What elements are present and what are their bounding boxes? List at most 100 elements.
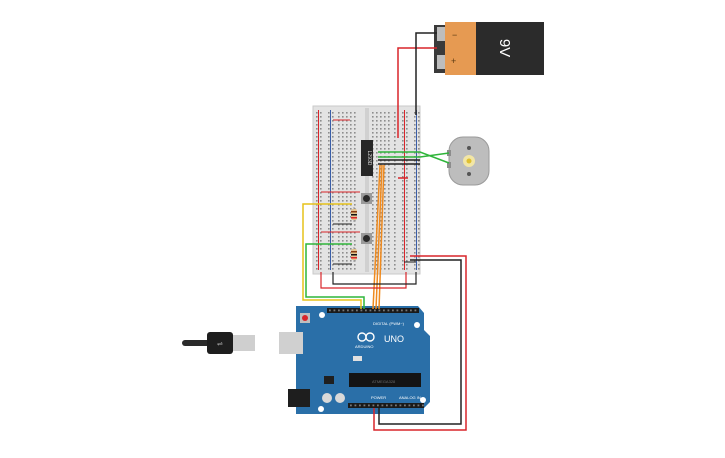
- breadboard-hole: [394, 220, 396, 222]
- breadboard-hole: [332, 224, 334, 226]
- breadboard-hole: [350, 112, 352, 114]
- breadboard-hole: [388, 232, 390, 234]
- breadboard-hole: [414, 112, 416, 114]
- breadboard-hole: [332, 236, 334, 238]
- breadboard-hole: [402, 152, 404, 154]
- push-button-1[interactable]: [361, 193, 372, 204]
- breadboard-hole: [414, 236, 416, 238]
- breadboard-hole: [350, 212, 352, 214]
- breadboard-hole: [350, 152, 352, 154]
- wire-motor-a[interactable]: [378, 151, 450, 164]
- breadboard-hole: [406, 200, 408, 202]
- wire-rail-bridge[interactable]: [320, 272, 407, 289]
- wire-battery-positive[interactable]: [397, 47, 437, 138]
- breadboard-hole: [316, 180, 318, 182]
- breadboard-hole: [332, 180, 334, 182]
- wire-motor-b[interactable]: [378, 152, 450, 158]
- header-pin: [383, 309, 385, 312]
- analog-header-label: ANALOG IN: [399, 395, 421, 400]
- breadboard-hole: [414, 264, 416, 266]
- breadboard-hole: [376, 128, 378, 130]
- breadboard-hole: [342, 112, 344, 114]
- wire-ic-enable[interactable]: [378, 164, 385, 310]
- breadboard-hole: [388, 140, 390, 142]
- breadboard-hole: [320, 228, 322, 230]
- breadboard-hole: [402, 200, 404, 202]
- breadboard-hole: [388, 132, 390, 134]
- breadboard-hole: [406, 128, 408, 130]
- wire-5v[interactable]: [373, 255, 467, 431]
- header-pin: [359, 404, 361, 407]
- wire-ic-input1[interactable]: [372, 164, 381, 310]
- header-pin: [386, 404, 388, 407]
- reset-button[interactable]: [302, 315, 308, 321]
- breadboard-hole: [414, 136, 416, 138]
- breadboard-hole: [388, 244, 390, 246]
- breadboard-hole: [414, 196, 416, 198]
- header-pin: [333, 309, 336, 312]
- breadboard-hole: [332, 216, 334, 218]
- breadboard-hole: [316, 244, 318, 246]
- breadboard-hole: [388, 184, 390, 186]
- breadboard-hole: [332, 160, 334, 162]
- breadboard-hole: [320, 180, 322, 182]
- resistor-2-band: [351, 254, 357, 256]
- breadboard-hole: [372, 128, 374, 130]
- breadboard-hole: [320, 204, 322, 206]
- breadboard-hole: [394, 148, 396, 150]
- breadboard-hole: [316, 240, 318, 242]
- resistor-2[interactable]: [351, 247, 357, 262]
- wire-button1-signal[interactable]: [302, 203, 362, 309]
- breadboard-hole: [372, 124, 374, 126]
- breadboard-hole: [354, 232, 356, 234]
- wire-rail-bridge[interactable]: [332, 272, 417, 285]
- breadboard-hole: [384, 152, 386, 154]
- breadboard-hole: [346, 260, 348, 262]
- header-pin: [405, 309, 408, 312]
- wire-gnd[interactable]: [378, 259, 462, 425]
- breadboard-hole: [342, 216, 344, 218]
- breadboard-hole: [354, 260, 356, 262]
- breadboard-hole: [406, 116, 408, 118]
- breadboard[interactable]: L293D: [312, 105, 421, 275]
- resistor-1[interactable]: [351, 207, 357, 222]
- wire-ic-input2[interactable]: [375, 164, 383, 310]
- wire-battery-negative[interactable]: [415, 32, 437, 115]
- breadboard-hole: [328, 120, 330, 122]
- breadboard-hole: [332, 152, 334, 154]
- breadboard-hole: [402, 160, 404, 162]
- breadboard-hole: [316, 236, 318, 238]
- motor-driver-ic[interactable]: L293D: [361, 140, 373, 176]
- arduino-uno-board[interactable]: ⇌ ARDUINO UNO DIGITAL (PWM~) POWER ANALO…: [182, 306, 430, 414]
- breadboard-hole: [332, 140, 334, 142]
- header-pin: [329, 309, 331, 312]
- breadboard-hole: [350, 116, 352, 118]
- breadboard-hole: [394, 140, 396, 142]
- breadboard-hole: [384, 172, 386, 174]
- breadboard-hole: [406, 252, 408, 254]
- breadboard-hole: [350, 216, 352, 218]
- breadboard-hole: [332, 168, 334, 170]
- breadboard-hole: [384, 168, 386, 170]
- breadboard-hole: [346, 124, 348, 126]
- breadboard-hole: [354, 120, 356, 122]
- breadboard-hole: [354, 168, 356, 170]
- breadboard-hole: [406, 168, 408, 170]
- breadboard-hole: [388, 116, 390, 118]
- breadboard-hole: [350, 172, 352, 174]
- breadboard-hole: [328, 144, 330, 146]
- battery-9v[interactable]: − + 9V: [434, 22, 544, 75]
- breadboard-hole: [388, 112, 390, 114]
- breadboard-hole: [414, 200, 416, 202]
- dc-motor[interactable]: [447, 136, 490, 186]
- push-button-2[interactable]: [361, 233, 372, 244]
- breadboard-hole: [376, 176, 378, 178]
- breadboard-hole: [328, 256, 330, 258]
- breadboard-hole: [376, 148, 378, 150]
- wire-button2-signal[interactable]: [305, 243, 365, 309]
- breadboard-hole: [418, 176, 420, 178]
- breadboard-hole: [384, 244, 386, 246]
- breadboard-hole: [372, 176, 374, 178]
- breadboard-hole: [372, 268, 374, 270]
- breadboard-hole: [394, 232, 396, 234]
